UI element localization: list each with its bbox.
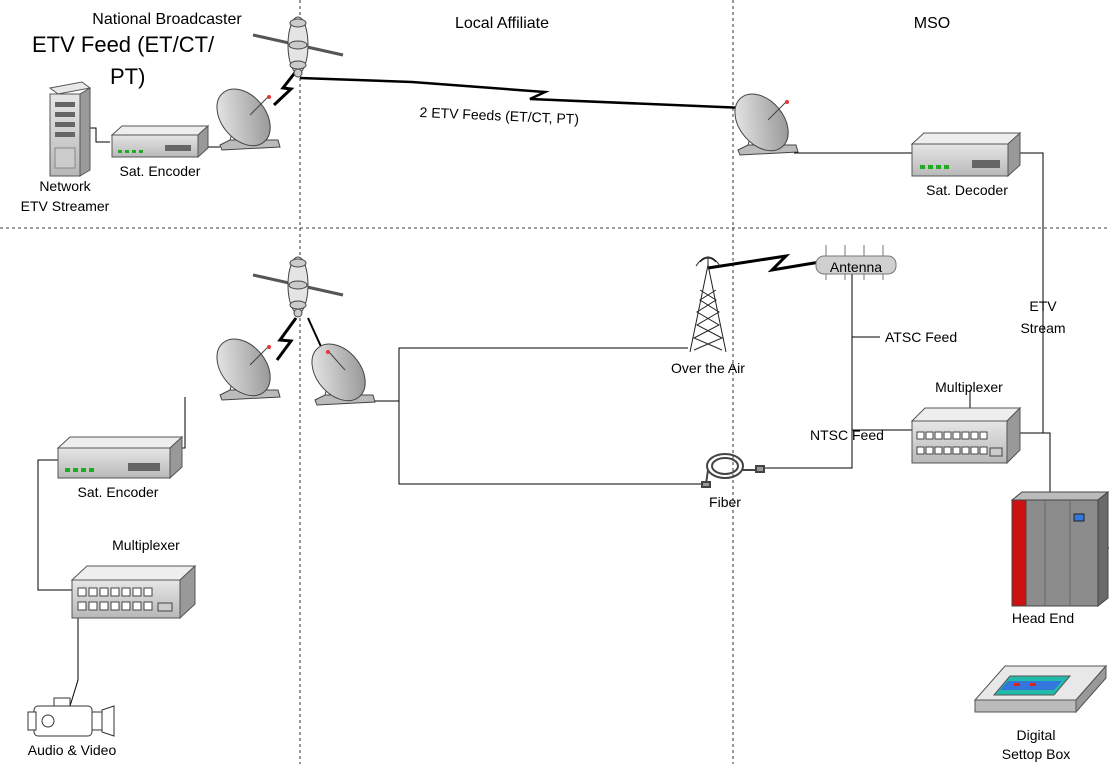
settop-label-1: Digital — [1016, 727, 1056, 743]
head-end-label: Head End — [1011, 610, 1075, 626]
over-the-air-label: Over the Air — [671, 360, 745, 376]
satellite-dish-icon — [734, 93, 799, 156]
settop-box-icon — [973, 664, 1108, 714]
multiplexer-right-label: Multiplexer — [935, 379, 1003, 395]
video-camera-icon — [27, 697, 115, 737]
antenna-label: Antenna — [829, 259, 883, 275]
etv-stream-label-1: ETV — [1029, 298, 1057, 314]
multiplexer-left-icon — [70, 564, 197, 620]
sat-encoder-bottom-label: Sat. Encoder — [77, 484, 159, 500]
satellite-top-icon — [252, 16, 344, 78]
network-streamer-label-2: ETV Streamer — [20, 198, 110, 214]
connection-lines — [37, 127, 1109, 707]
title-line-1: ETV Feed (ET/CT/ — [32, 32, 215, 57]
satellite-dish-icon — [216, 88, 281, 151]
atsc-feed-label: ATSC Feed — [885, 329, 958, 345]
settop-label-2: Settop Box — [1001, 746, 1071, 762]
column-header-local: Local Affiliate — [455, 15, 549, 32]
multiplexer-left-label: Multiplexer — [112, 537, 180, 553]
satellite-dish-icon — [216, 338, 281, 401]
network-streamer-label-1: Network — [39, 178, 91, 194]
broadcast-tower-icon — [689, 256, 727, 353]
column-header-mso: MSO — [913, 15, 951, 32]
sat-encoder-top-label: Sat. Encoder — [119, 163, 201, 179]
column-header-national: National Broadcaster — [92, 11, 242, 28]
satellite-middle-icon — [252, 256, 344, 318]
audio-video-label: Audio & Video — [27, 742, 117, 758]
sat-decoder-label: Sat. Decoder — [926, 182, 1008, 198]
sat-encoder-bottom-icon — [56, 435, 184, 480]
sat-decoder-icon — [910, 131, 1022, 178]
multiplexer-right-icon — [910, 406, 1022, 465]
title-line-2: PT) — [110, 64, 146, 89]
etv-stream-label-2: Stream — [1020, 320, 1066, 336]
ntsc-feed-label: NTSC Feed — [810, 427, 884, 443]
network-streamer-icon — [48, 81, 92, 177]
antenna-icon — [815, 245, 897, 280]
satellite-dish-icon — [311, 343, 376, 406]
fiber-icon — [701, 453, 765, 488]
fiber-label: Fiber — [709, 494, 741, 510]
head-end-icon — [1010, 490, 1109, 608]
sat-encoder-top-icon — [110, 124, 210, 159]
